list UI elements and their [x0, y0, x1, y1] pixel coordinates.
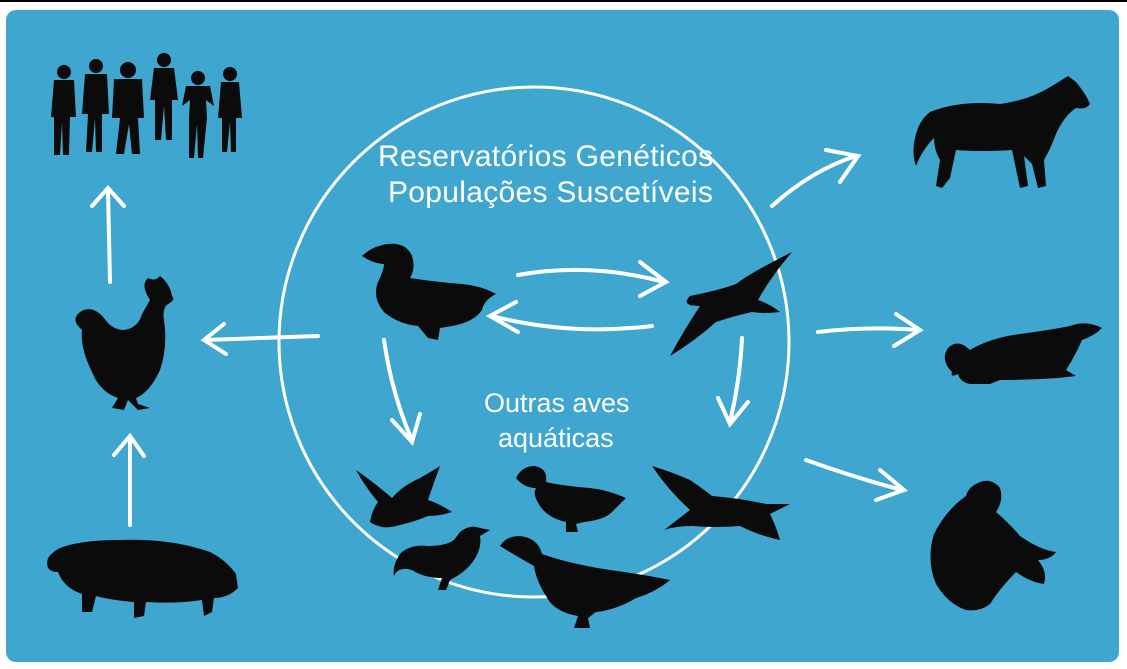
inner-label-line2: aquáticas: [498, 423, 614, 454]
inner-label-line1: Outras aves: [484, 388, 630, 419]
center-title-line1: Reservatórios Genéticos: [378, 140, 713, 174]
center-title-line2: Populações Suscetíveis: [388, 176, 713, 210]
arrow-icon: [108, 190, 110, 282]
